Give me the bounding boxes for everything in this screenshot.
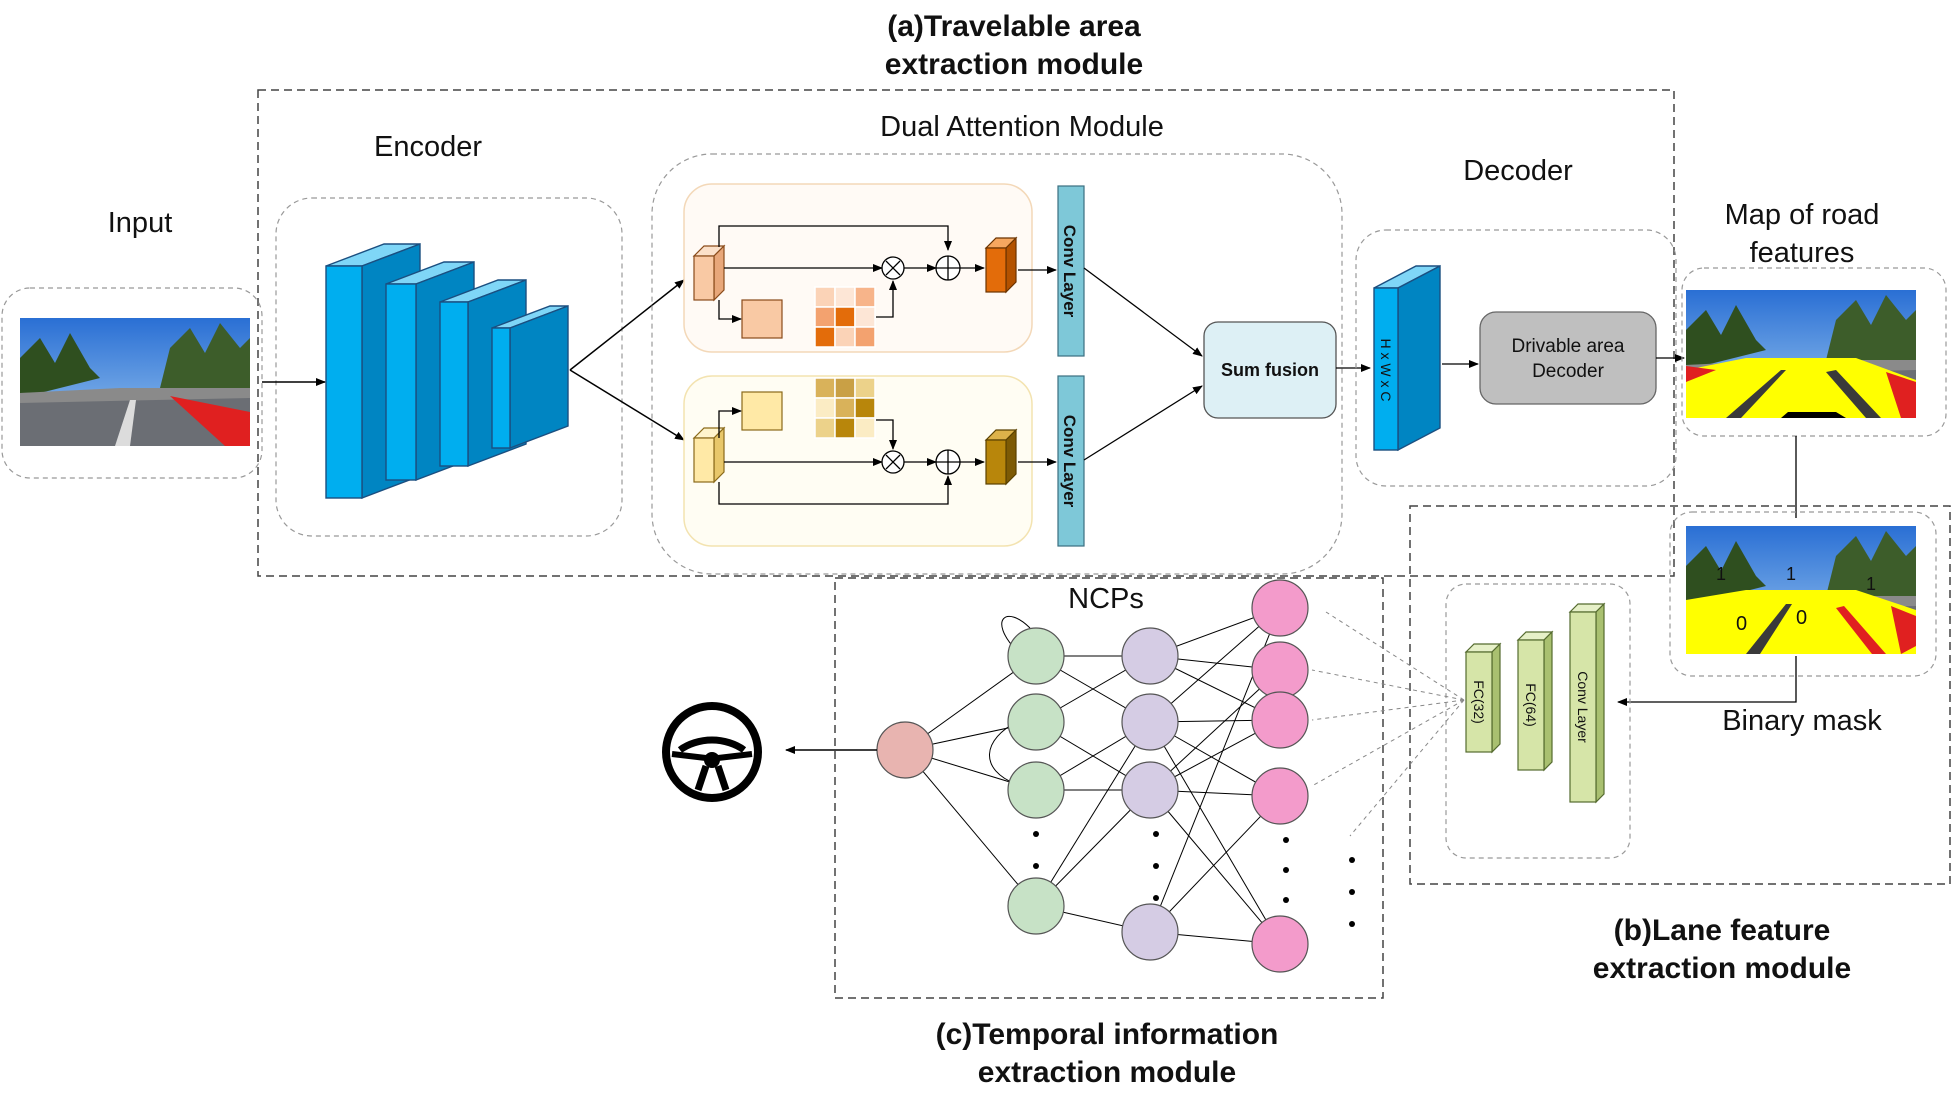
road-feature-map-image	[1686, 290, 1916, 418]
sum-fusion-label: Sum fusion	[1221, 360, 1319, 380]
bottom-branch-connectors	[718, 407, 985, 505]
encoder-label: Encoder	[374, 131, 482, 163]
binary-mask-image: 1 1 1 0 0	[1686, 526, 1916, 654]
conv-layer-top	[1057, 185, 1085, 357]
map-frame	[1681, 267, 1947, 437]
fc64-block	[1516, 630, 1554, 772]
ncp-output-node	[876, 721, 934, 779]
ncp-node	[1121, 693, 1179, 751]
encoder-frame	[275, 197, 623, 537]
module-c-title-line2: extraction module	[978, 1056, 1236, 1089]
mask-label-0-left: 0	[1736, 613, 1747, 635]
hwc-label: H x W x C	[1378, 339, 1394, 402]
top-branch-input-cube	[692, 244, 726, 302]
drivable-line2: Decoder	[1532, 361, 1604, 382]
fc64-label: FC(64)	[1523, 683, 1539, 727]
input-road-image	[20, 318, 250, 446]
lane-conv-label: Conv Layer	[1575, 671, 1591, 743]
ncps-label: NCPs	[1068, 583, 1144, 615]
bottom-branch-square	[741, 391, 783, 431]
bottom-branch-output-cube	[984, 428, 1018, 486]
binary-mask-label: Binary mask	[1722, 705, 1882, 737]
conv-layer-bottom	[1057, 375, 1085, 547]
module-c-title-line1: (c)Temporal information	[936, 1018, 1279, 1051]
ncp-node	[1007, 877, 1065, 935]
sum-fusion-block	[1203, 321, 1337, 419]
mask-label-0-right: 0	[1796, 607, 1807, 629]
module-a-title-line2: extraction module	[885, 48, 1143, 81]
ncp-node	[1007, 627, 1065, 685]
map-label-line1: Map of road	[1725, 199, 1880, 231]
mask-frame	[1669, 511, 1937, 677]
drivable-area-decoder	[1479, 311, 1657, 405]
steering-wheel-icon	[662, 702, 762, 802]
fc32-label: FC(32)	[1471, 680, 1487, 724]
arrow-mask-lane	[1617, 656, 1797, 706]
top-branch-square	[741, 299, 783, 339]
circle-plus-icon	[935, 449, 961, 475]
ncp-green-layer	[1007, 627, 1065, 935]
drivable-line1: Drivable area	[1512, 336, 1625, 357]
ncp-node	[1251, 767, 1309, 825]
ncp-node	[1007, 761, 1065, 819]
map-label-line2: features	[1750, 237, 1855, 269]
ncp-pink-layer	[1251, 579, 1309, 973]
input-frame	[1, 287, 263, 479]
mask-label-1-left: 1	[1716, 564, 1726, 584]
module-b-boundary	[1409, 505, 1951, 885]
dual-attention-frame	[651, 153, 1343, 575]
encoder-block-4	[491, 304, 569, 450]
top-branch-connectors	[718, 225, 985, 323]
ncp-node	[1251, 915, 1309, 973]
circle-times-icon	[881, 256, 905, 280]
top-branch-output-cube	[984, 236, 1018, 294]
module-a-title-line1: (a)Travelable area	[887, 10, 1141, 43]
ncp-node	[1121, 627, 1179, 685]
lane-conv-block	[1568, 602, 1606, 804]
fc32-block	[1464, 642, 1502, 754]
module-c-boundary	[834, 577, 1384, 999]
circle-times-icon	[881, 450, 905, 474]
encoder-blocks	[325, 242, 569, 500]
conv-layer-bottom-label: Conv Layer	[1060, 415, 1079, 508]
ncp-node	[1251, 579, 1309, 637]
input-label: Input	[108, 207, 173, 239]
arrow-encoder-branch-bottom	[569, 369, 685, 441]
decoder-feature-block	[1373, 264, 1441, 452]
arrow-conv-top-fusion	[1083, 267, 1203, 357]
top-attention-map	[814, 286, 876, 348]
decoder-label: Decoder	[1463, 155, 1573, 187]
module-a-boundary	[257, 89, 1675, 577]
ncp-ellipsis-dots	[1033, 831, 1355, 927]
ncp-connections	[904, 607, 1281, 945]
module-b-title-line1: (b)Lane feature	[1614, 914, 1831, 947]
dual-attention-label: Dual Attention Module	[880, 111, 1164, 143]
ncp-purple-layer	[1121, 627, 1179, 961]
circle-plus-icon	[935, 255, 961, 281]
bottom-attention-map	[814, 377, 876, 439]
arrow-conv-bottom-fusion	[1083, 385, 1203, 461]
module-b-title-line2: extraction module	[1593, 952, 1851, 985]
ncp-node	[1251, 691, 1309, 749]
mask-label-1-center: 1	[1786, 564, 1796, 584]
arrow-encoder-branch-top	[569, 279, 685, 371]
conv-layer-top-label: Conv Layer	[1060, 225, 1079, 318]
lane-to-ncp-dashed-links	[1311, 611, 1465, 837]
bottom-branch-input-cube	[692, 426, 726, 484]
ncp-node	[1121, 903, 1179, 961]
ncp-node	[1251, 641, 1309, 699]
ncp-node	[1121, 761, 1179, 819]
ncp-node	[1007, 693, 1065, 751]
mask-label-1-right: 1	[1866, 574, 1876, 594]
